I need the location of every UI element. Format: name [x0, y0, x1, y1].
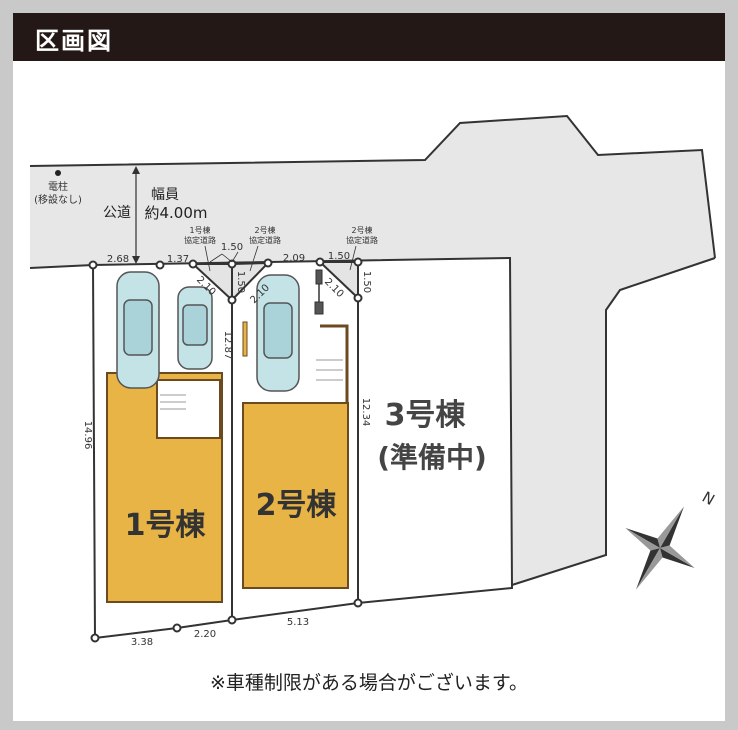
- lot2-label: 2号棟: [256, 488, 338, 523]
- road-edge: [29, 114, 716, 259]
- agreement-road-label: 2号棟: [254, 225, 275, 235]
- dim-label: 12.34: [360, 398, 371, 427]
- steps-lot1: [160, 394, 186, 410]
- agreement-road-label: 協定道路: [184, 235, 216, 245]
- lot3-status: (準備中): [377, 441, 487, 474]
- dim-label: 1.50: [235, 271, 246, 293]
- car-icon: [116, 271, 160, 389]
- agreement-road-label: 協定道路: [249, 235, 281, 245]
- agreement-road-label: 1号棟: [189, 225, 210, 235]
- dim-label: 2.68: [107, 254, 129, 265]
- agreement-road-label: 協定道路: [346, 235, 378, 245]
- pole-label: 電柱: [48, 180, 68, 193]
- road-edge-left: [29, 264, 94, 269]
- dim-label: 14.96: [82, 421, 93, 450]
- compass-north-label: N: [699, 488, 718, 509]
- wall-lot2: [320, 324, 349, 402]
- road-width-value: 約4.00m: [144, 204, 207, 222]
- public-road: [30, 116, 715, 585]
- car-icon: [256, 274, 300, 392]
- road-width-label: 幅員: [151, 187, 179, 203]
- boundary-markers: [88, 257, 363, 643]
- agreement-road-label: 2号棟: [351, 225, 372, 235]
- compass-icon: [625, 506, 695, 590]
- dim-label: 1.50: [361, 271, 372, 293]
- steps-lot2: [316, 359, 343, 381]
- agreement-road-2: [231, 261, 271, 303]
- dim-label: 2.09: [283, 253, 305, 264]
- dim-label: 1.50: [221, 242, 243, 253]
- agreement-road-3: [317, 261, 359, 301]
- meter-icon: [314, 269, 324, 315]
- fence-lot2: [242, 321, 248, 357]
- dim-label: 1.37: [167, 254, 189, 265]
- dim-label: 3.38: [131, 637, 153, 648]
- utility-pole-icon: [55, 170, 61, 176]
- dim-label: 2.20: [194, 629, 216, 640]
- dim-label: 1.50: [328, 251, 350, 262]
- road-edge-right: [511, 257, 716, 586]
- pole-note: (移設なし): [34, 193, 82, 206]
- building-lot2: [242, 402, 349, 589]
- dim-label: 5.13: [287, 617, 309, 628]
- dim-label: 12.87: [222, 331, 233, 360]
- car-icon: [177, 286, 213, 370]
- lot3-label: 3号棟: [385, 398, 467, 433]
- header-bar: 区画図: [13, 13, 725, 61]
- leader-lines: [204, 245, 357, 272]
- lot1-label: 1号棟: [125, 508, 207, 543]
- page-title: 区画図: [35, 26, 113, 55]
- vehicle-restriction-note: ※車種制限がある場合がございます。: [209, 672, 529, 694]
- road-label: 公道: [103, 205, 131, 221]
